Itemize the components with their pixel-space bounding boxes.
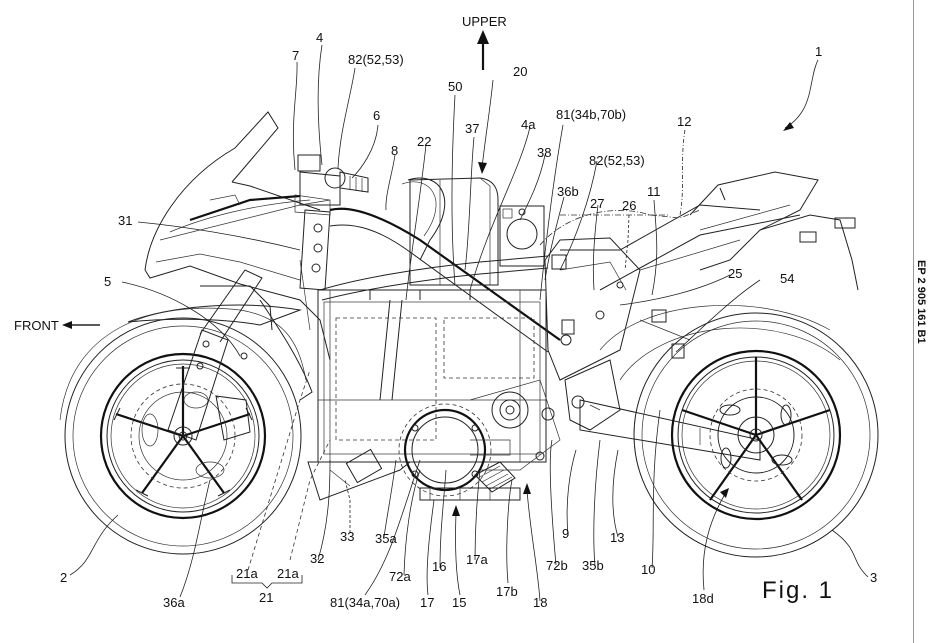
ref-5: 5 bbox=[104, 274, 111, 289]
ref-17b: 17b bbox=[496, 584, 518, 599]
ref-4: 4 bbox=[316, 30, 323, 45]
head-pipe bbox=[299, 209, 331, 291]
ref-17a: 17a bbox=[466, 552, 488, 567]
ref-3: 3 bbox=[870, 570, 877, 585]
front-wheel bbox=[64, 317, 302, 555]
ref-22: 22 bbox=[417, 134, 431, 149]
ref-36b: 36b bbox=[557, 184, 579, 199]
ref-36a: 36a bbox=[163, 595, 185, 610]
ref-13: 13 bbox=[610, 530, 624, 545]
ref-72a: 72a bbox=[389, 569, 411, 584]
seat-rail bbox=[560, 204, 801, 291]
ref-20: 20 bbox=[513, 64, 527, 79]
motor-case-base bbox=[419, 487, 521, 501]
electric-motor bbox=[398, 403, 511, 497]
rear-shock bbox=[639, 309, 691, 359]
ref-9: 9 bbox=[562, 526, 569, 541]
front-direction-label: FRONT bbox=[14, 318, 59, 333]
ref-16: 16 bbox=[432, 559, 446, 574]
ref-4a: 4a bbox=[521, 117, 536, 132]
rear-fender-inner bbox=[619, 327, 841, 381]
rear-fender bbox=[599, 304, 831, 351]
fender-outline bbox=[59, 307, 307, 421]
ref-21a-right: 21a bbox=[277, 566, 299, 581]
ref-21: 21 bbox=[259, 590, 273, 605]
ref-82-upper: 82(52,53) bbox=[348, 52, 404, 67]
ref-50: 50 bbox=[448, 79, 462, 94]
ref-21a-left: 21a bbox=[236, 566, 258, 581]
battery-case bbox=[317, 289, 547, 463]
ref-27: 27 bbox=[590, 196, 604, 211]
ref-6: 6 bbox=[373, 108, 380, 123]
upper-battery-unit bbox=[409, 177, 499, 286]
pivot-frame bbox=[544, 237, 641, 431]
hidden-line-21a-right bbox=[289, 439, 331, 561]
ref-10: 10 bbox=[641, 562, 655, 577]
hidden-line-21a-left bbox=[247, 369, 311, 571]
ref-2: 2 bbox=[60, 570, 67, 585]
upper-arrow-icon bbox=[477, 30, 489, 70]
ref-18: 18 bbox=[533, 595, 547, 610]
ref-38: 38 bbox=[537, 145, 551, 160]
ref-37: 37 bbox=[465, 121, 479, 136]
ref-32: 32 bbox=[310, 551, 324, 566]
ref-1: 1 bbox=[815, 44, 822, 59]
ref-17: 17 bbox=[420, 595, 434, 610]
ref-25: 25 bbox=[728, 266, 742, 281]
ref-35a: 35a bbox=[375, 531, 397, 546]
figure-label: Fig. 1 bbox=[762, 577, 834, 604]
ref-11: 11 bbox=[647, 184, 661, 199]
main-frame bbox=[319, 177, 561, 401]
ref-81-front: 81(34a,70a) bbox=[330, 595, 400, 610]
front-arrow-icon bbox=[62, 321, 100, 329]
motor-fins bbox=[474, 461, 516, 493]
ref-26: 26 bbox=[622, 198, 636, 213]
tail-cowl bbox=[689, 171, 859, 291]
ref-72b: 72b bbox=[546, 558, 568, 573]
ref-7: 7 bbox=[292, 48, 299, 63]
ref-54: 54 bbox=[780, 271, 794, 286]
ref-31: 31 bbox=[118, 213, 132, 228]
handlebar bbox=[294, 154, 369, 216]
upper-direction-label: UPPER bbox=[462, 14, 507, 29]
page-margin-divider bbox=[913, 0, 914, 643]
rear-wheel bbox=[633, 312, 879, 558]
ref-82-rear: 82(52,53) bbox=[589, 153, 645, 168]
under-cowl bbox=[307, 448, 412, 501]
ref-18d: 18d bbox=[692, 591, 714, 606]
leader-lines bbox=[69, 44, 869, 602]
ref-8: 8 bbox=[391, 143, 398, 158]
ref-81-rear: 81(34b,70b) bbox=[556, 107, 626, 122]
ref-33: 33 bbox=[340, 529, 354, 544]
ref-35b: 35b bbox=[582, 558, 604, 573]
ref-15: 15 bbox=[452, 595, 466, 610]
transmission bbox=[469, 379, 561, 471]
ref-12: 12 bbox=[677, 114, 691, 129]
publication-number: EP 2 905 161 B1 bbox=[915, 260, 927, 344]
seat-outline bbox=[539, 209, 701, 246]
controller-unit bbox=[499, 205, 545, 267]
swing-arm bbox=[579, 399, 761, 461]
